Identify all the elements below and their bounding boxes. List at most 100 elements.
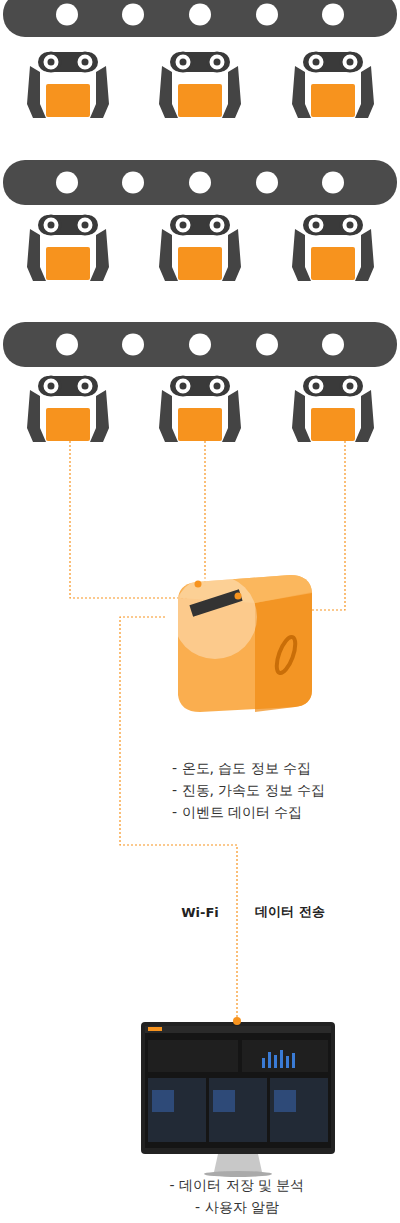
gripper-hub [38, 215, 98, 235]
monitor [141, 1017, 335, 1177]
screen-icon [152, 1090, 174, 1112]
conveyor-hole [56, 172, 78, 194]
chip-dot [235, 593, 242, 600]
gripper-claw [355, 66, 374, 118]
sensor-wire [312, 441, 345, 610]
gripper-claw [355, 229, 374, 281]
monitor-screen [145, 1026, 331, 1148]
sensor-chip [189, 589, 242, 616]
gripper-joint [42, 53, 60, 71]
gripper-joint [208, 53, 226, 71]
gripper-claw [222, 66, 241, 118]
annotation-label: 데이터 전송 [253, 903, 327, 921]
screen-logo [148, 1027, 162, 1031]
gripper-claw [90, 66, 109, 118]
gripper-joint [208, 377, 226, 395]
gripper-pin [347, 383, 354, 390]
robot-gripper [159, 215, 241, 281]
conveyor-hole [256, 4, 278, 26]
sensor-slot [273, 635, 299, 675]
gripper-claw [222, 229, 241, 281]
gripper-pin [313, 59, 320, 66]
conveyor-hole [322, 334, 344, 356]
node-text: - 진동, 가속도 정보 수집 [172, 779, 357, 801]
gripper-hub [38, 376, 98, 396]
gripper-pin [48, 59, 55, 66]
gripper-joint [307, 216, 325, 234]
node-text: - 사용자 알람 [134, 1196, 340, 1218]
conveyor-hole [189, 334, 211, 356]
robot-gripper [27, 52, 109, 118]
sensor-highlight [173, 575, 257, 659]
monitor-base [204, 1171, 272, 1177]
sensor-device [173, 575, 312, 712]
screen-bars [262, 1050, 295, 1068]
gripper-joint [42, 377, 60, 395]
gripper-joint [174, 216, 192, 234]
gripper-pin [180, 222, 187, 229]
gripper-hub [170, 52, 230, 72]
gripper-hub [38, 52, 98, 72]
conveyor-hole [256, 172, 278, 194]
product-box [46, 247, 90, 280]
gripper-claw [292, 229, 311, 281]
conveyor-bar [3, 160, 397, 205]
chip-dot [195, 581, 202, 588]
screen-header [145, 1026, 331, 1033]
product-box [311, 408, 355, 441]
gripper-claw [222, 390, 241, 442]
robot-gripper [159, 52, 241, 118]
gripper-joint [307, 53, 325, 71]
gripper-pin [48, 383, 55, 390]
screen-bar [268, 1052, 271, 1068]
robot-gripper [292, 376, 374, 442]
product-box [46, 408, 90, 441]
gripper-joint [76, 216, 94, 234]
product-box [311, 247, 355, 280]
gripper-claw [90, 229, 109, 281]
conveyor-hole [322, 4, 344, 26]
gripper-joint [341, 53, 359, 71]
gripper-joint [208, 216, 226, 234]
node-text: - 데이터 저장 및 분석 [134, 1174, 340, 1196]
gripper-claw [159, 229, 178, 281]
gripper-claw [27, 229, 46, 281]
gripper-claw [90, 390, 109, 442]
gripper-pin [313, 383, 320, 390]
gripper-pin [180, 59, 187, 66]
gripper-pin [82, 59, 89, 66]
gripper-joint [174, 377, 192, 395]
product-box [178, 84, 222, 117]
gripper-claw [27, 66, 46, 118]
gripper-pin [82, 383, 89, 390]
product-box [311, 84, 355, 117]
gripper-pin [347, 59, 354, 66]
conveyor-hole [322, 172, 344, 194]
screen-icon [274, 1090, 296, 1112]
sensor-node: - 온도, 습도 정보 수집- 진동, 가속도 정보 수집- 이벤트 데이터 수… [165, 560, 365, 827]
gripper-claw [27, 390, 46, 442]
gripper-pin [214, 383, 221, 390]
gripper-pin [214, 59, 221, 66]
sensor-wire [204, 441, 205, 586]
screen-card [270, 1078, 328, 1142]
conveyor-hole [189, 4, 211, 26]
gripper-claw [292, 66, 311, 118]
robot-gripper [27, 215, 109, 281]
conveyor-hole [56, 334, 78, 356]
gripper-hub [303, 376, 363, 396]
sensor-wire [70, 441, 188, 598]
gripper-pin [313, 222, 320, 229]
screen-icon [213, 1090, 235, 1112]
screen-panel [242, 1040, 328, 1072]
gripper-claw [292, 390, 311, 442]
product-box [46, 84, 90, 117]
connection-dot [233, 1017, 241, 1025]
conveyor-bar [3, 0, 397, 37]
monitor-neck [214, 1154, 262, 1172]
monitor-bezel [141, 1022, 335, 1154]
conveyor-hole [122, 172, 144, 194]
product-box [178, 408, 222, 441]
gripper-hub [170, 376, 230, 396]
